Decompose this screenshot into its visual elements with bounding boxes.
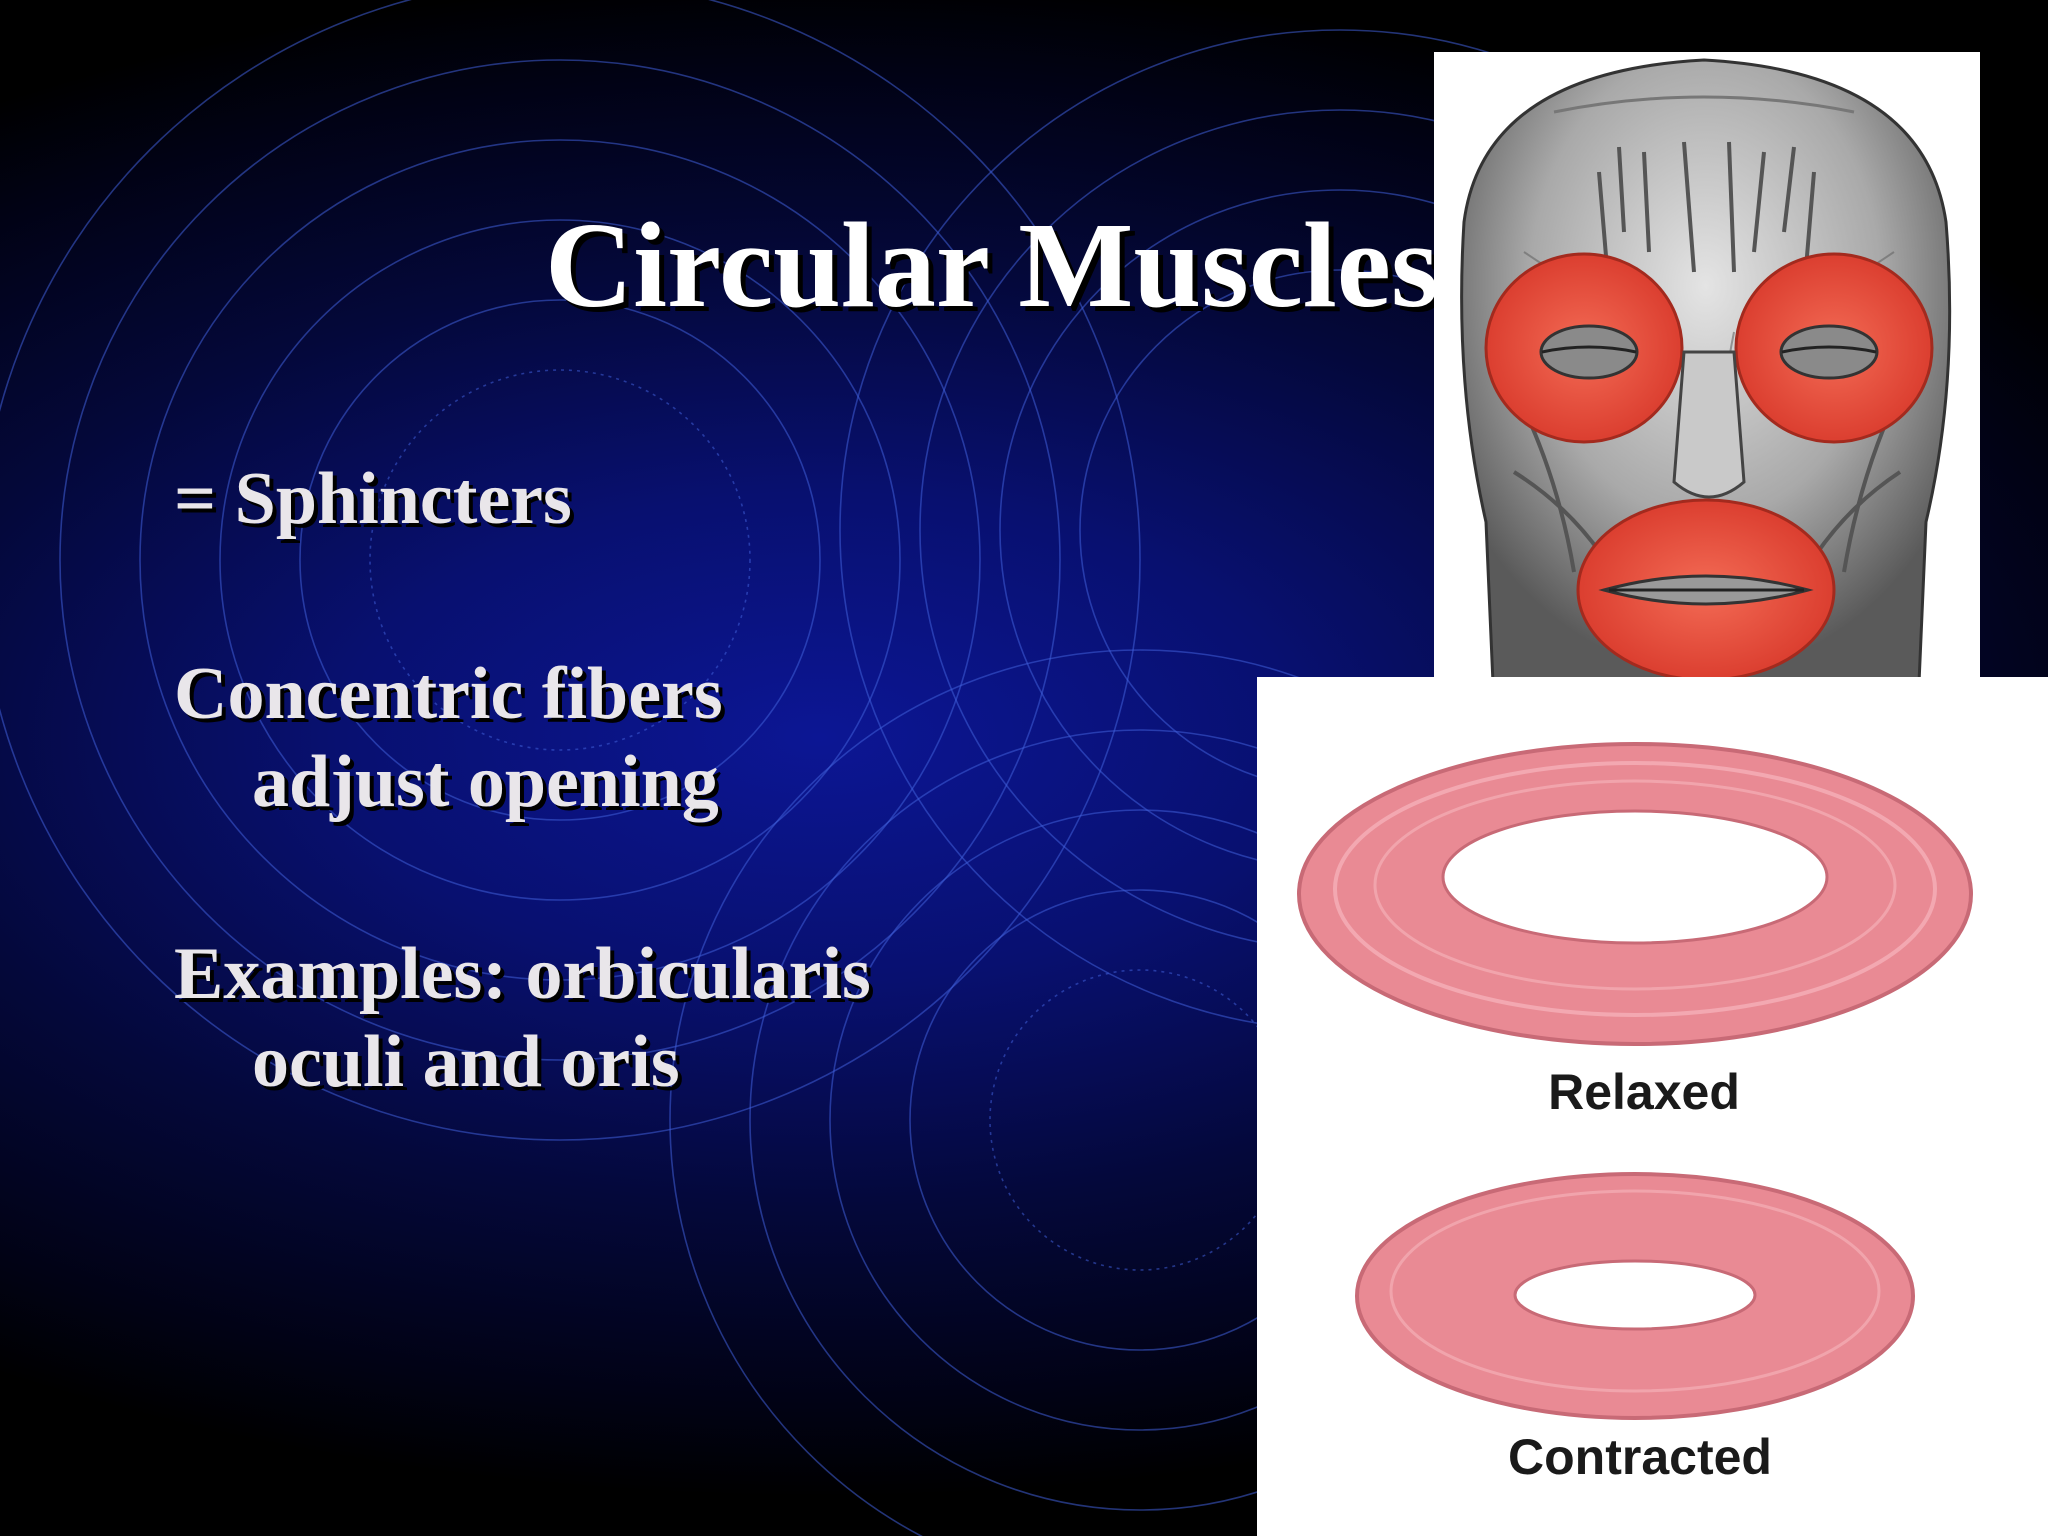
contracted-label: Contracted <box>1508 1429 1772 1485</box>
slide-title: Circular Muscles <box>545 198 1439 333</box>
bullet-continuation: oculi and oris <box>252 1021 680 1103</box>
relaxed-label: Relaxed <box>1548 1064 1740 1120</box>
bullet-continuation: adjust opening <box>252 741 719 823</box>
bullet-text: Concentric fibers <box>174 653 723 735</box>
contracted-ring <box>1355 1172 1915 1420</box>
bullet-sphincters: = Sphincters <box>174 455 572 543</box>
bullet-text: Examples: orbicularis <box>174 933 871 1015</box>
bullet-concentric-fibers: Concentric fibers adjust opening <box>174 650 723 826</box>
face-muscle-illustration <box>1434 52 1980 706</box>
relaxed-ring <box>1297 742 1973 1046</box>
sphincter-ring-diagram <box>1257 677 2048 1536</box>
bullet-text: = Sphincters <box>174 458 572 540</box>
bullet-examples: Examples: orbicularis oculi and oris <box>174 930 871 1106</box>
